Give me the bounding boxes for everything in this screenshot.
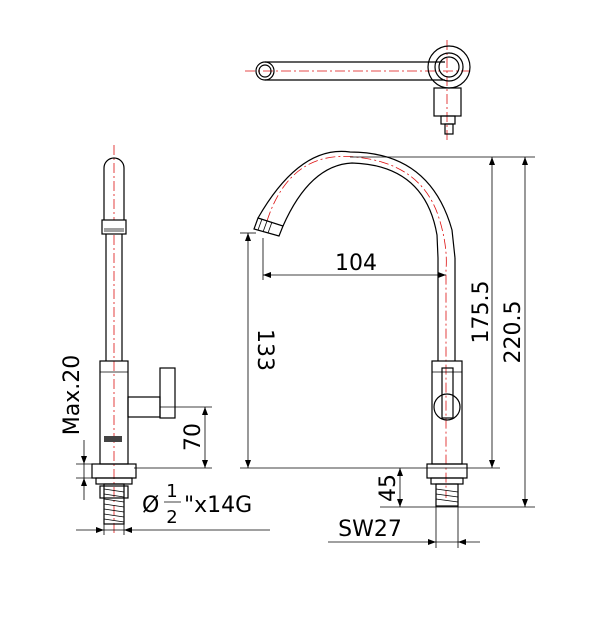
dim-spout-reach: 104 — [335, 251, 377, 276]
thread-fraction-denominator: 2 — [166, 507, 177, 528]
dim-nut-height: 45 — [376, 474, 401, 502]
top-view — [245, 40, 471, 140]
dim-total-height: 220.5 — [501, 301, 526, 364]
dim-spout-height: 133 — [252, 329, 277, 371]
front-view — [253, 150, 468, 507]
thread-diameter-symbol: Ø — [142, 493, 159, 518]
side-view — [91, 145, 176, 535]
dimension-lines — [76, 156, 535, 548]
dim-wrench-size: SW27 — [338, 517, 402, 542]
thread-fraction-numerator: 1 — [166, 481, 177, 502]
dim-body-height: 175.5 — [469, 281, 494, 344]
dim-max-panel: Max.20 — [60, 355, 85, 435]
thread-label: Ø 1 2 "x14G — [142, 481, 252, 528]
thread-spec: "x14G — [184, 493, 252, 518]
dim-handle-height: 70 — [181, 423, 206, 451]
